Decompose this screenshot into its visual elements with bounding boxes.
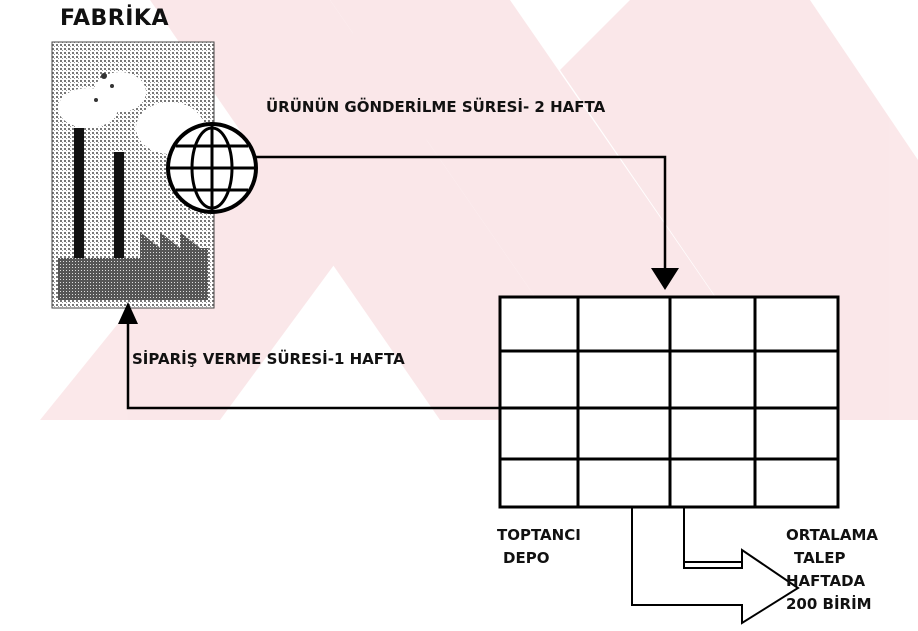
demand-label-line1: ORTALAMA — [786, 524, 878, 547]
warehouse-label-line2: DEPO — [497, 547, 581, 570]
demand-label-line2: TALEP — [786, 547, 878, 570]
order-time-label: SİPARİŞ VERME SÜRESİ-1 HAFTA — [132, 350, 405, 368]
demand-arrows — [632, 507, 798, 623]
warehouse-label: TOPTANCI DEPO — [497, 524, 581, 570]
demand-label: ORTALAMA TALEP HAFTADA 200 BİRİM — [786, 524, 878, 616]
warehouse-grid-icon — [500, 297, 838, 507]
factory-title: FABRİKA — [60, 6, 169, 31]
demand-label-line3: HAFTADA — [786, 570, 878, 593]
warehouse-label-line1: TOPTANCI — [497, 524, 581, 547]
demand-label-line4: 200 BİRİM — [786, 593, 878, 616]
shipping-time-label: ÜRÜNÜN GÖNDERİLME SÜRESİ- 2 HAFTA — [266, 98, 605, 116]
globe-icon — [168, 124, 256, 212]
